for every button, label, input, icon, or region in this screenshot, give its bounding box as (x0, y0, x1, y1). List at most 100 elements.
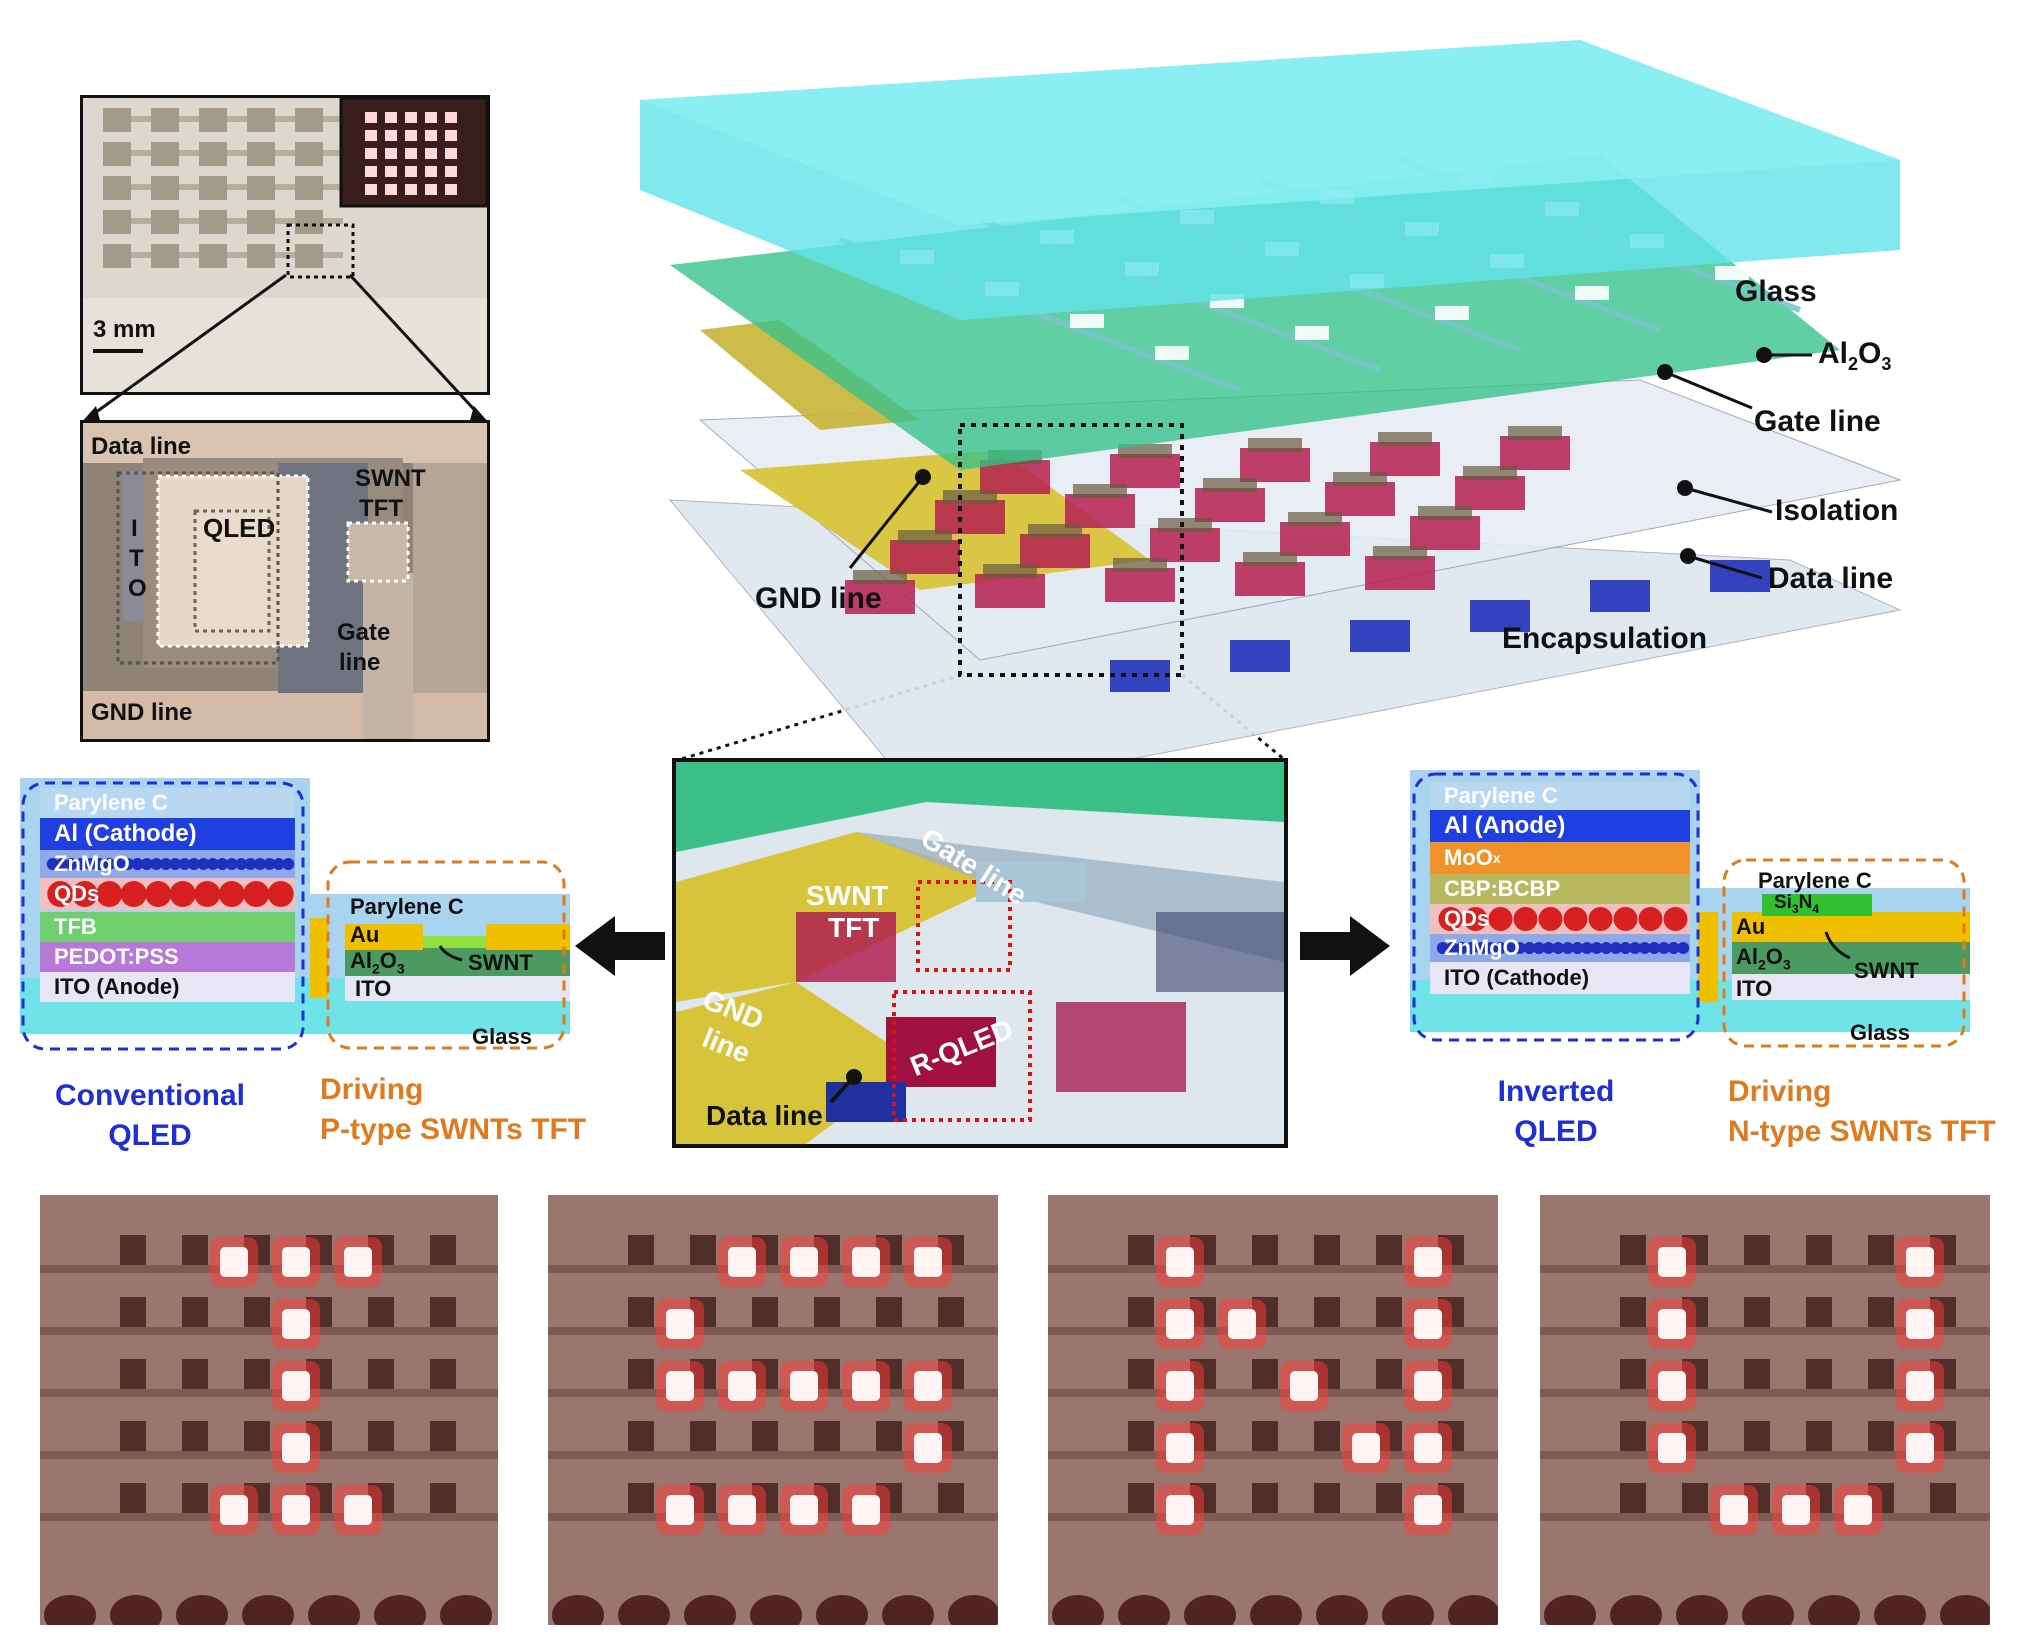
row-trace (1048, 1327, 1498, 1335)
nanoparticle (1588, 907, 1613, 931)
nanoparticle (1571, 942, 1584, 954)
row-trace (1540, 1327, 1990, 1335)
inset-pixel (425, 184, 437, 195)
micrograph-gnd-line-label: GND line (91, 699, 193, 726)
nanoparticle (65, 858, 78, 870)
lit-pixel (344, 1495, 372, 1525)
pixel-cell (244, 1421, 270, 1451)
lit-pixel (666, 1495, 694, 1525)
electrode-trace (227, 218, 247, 224)
nanoparticle (1590, 942, 1603, 954)
pixel-block (1195, 488, 1265, 522)
pixel-cell (752, 1421, 778, 1451)
pixel-block-top (1158, 518, 1212, 532)
lit-pixel (220, 1247, 248, 1277)
right-tft-au (1732, 912, 1970, 942)
layer-parylene: Parylene C (40, 788, 295, 818)
nanoparticle (254, 858, 267, 870)
pixel-cell (628, 1359, 654, 1389)
electrode-trace (131, 150, 151, 156)
nanoparticle (1663, 907, 1688, 931)
electrode-trace (131, 252, 151, 258)
inset-pixel (365, 112, 377, 123)
pixel-cell (1620, 1235, 1646, 1265)
electrode-pad (103, 108, 131, 132)
gate-opening (1575, 286, 1609, 300)
micrograph-gate-label: Gate (337, 619, 391, 646)
inset-pixel (405, 148, 417, 159)
electrode-pad (151, 108, 179, 132)
pixel-cell (1744, 1359, 1770, 1389)
inset-pixel (405, 184, 417, 195)
nanoparticle (47, 881, 74, 907)
row-trace (1048, 1451, 1498, 1459)
lit-pixel (1166, 1247, 1194, 1277)
zoom-swnt-label: SWNT (806, 880, 889, 911)
nanoparticle (1638, 942, 1651, 954)
nanoparticle (1667, 942, 1680, 954)
pixel-cell (368, 1359, 394, 1389)
pixel-cell (1806, 1421, 1832, 1451)
nanoparticle (1677, 942, 1690, 954)
inset-pixel (425, 112, 437, 123)
contact-probe (684, 1595, 736, 1625)
row-trace (1540, 1389, 1990, 1397)
contact-probe (44, 1595, 96, 1625)
lit-pixel (1414, 1433, 1442, 1463)
pixel-cell (1128, 1235, 1154, 1265)
right-tft-swnt-label: SWNT (1854, 958, 1919, 983)
pixel-block (1105, 568, 1175, 602)
electrode-trace (131, 116, 151, 122)
pixel-cell (1314, 1297, 1340, 1327)
lit-pixel (728, 1371, 756, 1401)
pixel-cell (628, 1483, 654, 1513)
pixel-cell (1314, 1483, 1340, 1513)
nanoparticle (243, 881, 270, 907)
lit-pixel (1166, 1309, 1194, 1339)
pixel-block-top (943, 490, 997, 504)
pixel-stack-blocks (845, 426, 1570, 614)
gate-opening (1295, 326, 1329, 340)
contact-probe (1250, 1595, 1302, 1625)
pixel-block-top (1378, 432, 1432, 446)
lit-pixel (282, 1371, 310, 1401)
display-photo-4 (1540, 1195, 1990, 1625)
r-layer-al-anode: Al (Anode) (1430, 810, 1690, 842)
electrode-trace (323, 252, 343, 258)
pixel-zoom-render: Gate line SWNT TFT GND line R-QLED Data … (672, 758, 1288, 1148)
contact-probe (308, 1595, 360, 1625)
pixel-block-top (1113, 558, 1167, 572)
contact-probe (1316, 1595, 1368, 1625)
pixel-block-top (1248, 438, 1302, 452)
nanoparticle (1465, 942, 1478, 954)
micrograph-tft-label: TFT (359, 495, 403, 522)
micrograph-line-label: line (339, 649, 381, 676)
pixel-cell (430, 1359, 456, 1389)
conventional-qled-stack: Parylene C Al (Cathode) ZnMgO QDs TFB PE… (20, 778, 570, 1058)
electrode-pad (295, 210, 323, 234)
pixel-cell (1128, 1483, 1154, 1513)
pixel-block-top (1288, 512, 1342, 526)
pixel-cell (1682, 1483, 1708, 1513)
electrode-pad (103, 244, 131, 268)
pixel-cell (120, 1235, 146, 1265)
layer-al-cathode: Al (Cathode) (40, 818, 295, 850)
electrode-pad (295, 244, 323, 268)
inset-pixel (445, 112, 457, 123)
electrode-trace (227, 252, 247, 258)
lit-pixel (1844, 1495, 1872, 1525)
nanoparticle (74, 858, 87, 870)
nanoparticle (1446, 942, 1459, 954)
lit-pixel (1414, 1495, 1442, 1525)
nanoparticle (1494, 942, 1507, 954)
gate-opening (1715, 266, 1749, 280)
pixel-cell (1744, 1235, 1770, 1265)
pixel-block (1500, 436, 1570, 470)
pixel-cell (120, 1359, 146, 1389)
nanoparticle (188, 858, 201, 870)
contact-probe (552, 1595, 604, 1625)
nanoparticle (96, 881, 123, 907)
pixel-cell (628, 1235, 654, 1265)
pixel-cell (752, 1297, 778, 1327)
row-trace (40, 1513, 498, 1521)
